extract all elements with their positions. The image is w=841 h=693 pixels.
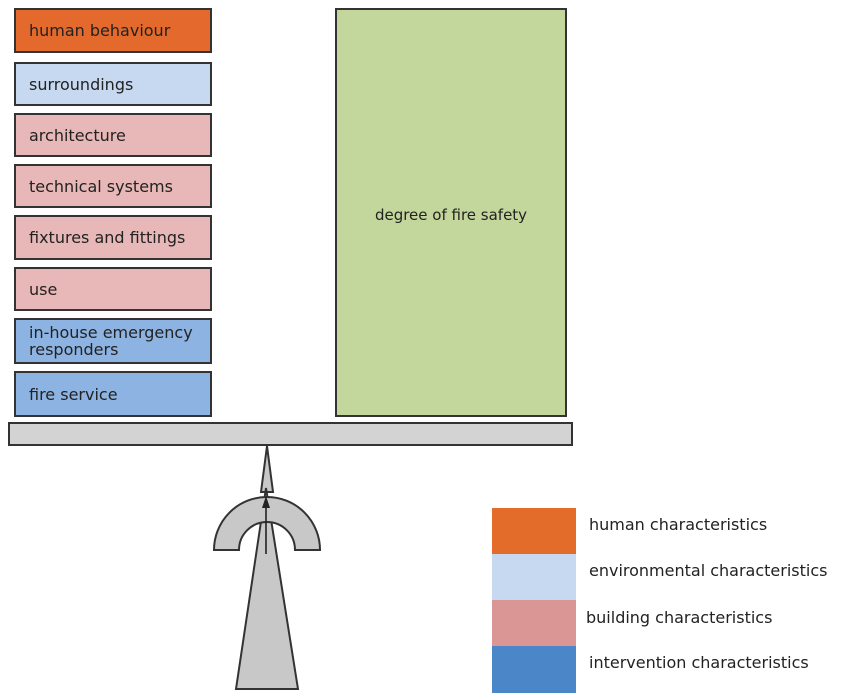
factor-label: use (29, 279, 58, 299)
legend-label-building: building characteristics (586, 608, 773, 627)
factor-label: in-house emergency responders (29, 323, 193, 359)
legend-label-intervention: intervention characteristics (589, 653, 809, 672)
legend-label-human: human characteristics (589, 515, 768, 534)
factor-label: surroundings (29, 74, 134, 94)
factor-label: fire service (29, 384, 118, 404)
legend-swatch-intervention (492, 646, 576, 693)
factor-box-in-house-emergency-responders: in-house emergency responders (14, 318, 212, 364)
factor-box-surroundings: surroundings (14, 62, 212, 106)
factor-box-fire-service: fire service (14, 371, 212, 417)
fire-safety-box: degree of fire safety (335, 8, 567, 417)
factor-box-fixtures-and-fittings: fixtures and fittings (14, 215, 212, 260)
legend-swatch-building (492, 600, 576, 647)
up-arrow-head (262, 496, 270, 508)
pivot-cone (234, 487, 300, 690)
balance-beam (8, 422, 573, 446)
factor-box-use: use (14, 267, 212, 311)
factor-label: architecture (29, 125, 126, 145)
balance-pivot (212, 445, 322, 690)
pivot-arch (212, 496, 322, 551)
factor-label: technical systems (29, 176, 173, 196)
factor-box-human-behaviour: human behaviour (14, 8, 212, 53)
factor-label: human behaviour (29, 21, 171, 40)
legend-label-environmental: environmental characteristics (589, 561, 828, 580)
factor-box-architecture: architecture (14, 113, 212, 157)
fire-safety-label: degree of fire safety (374, 205, 528, 224)
legend-swatch-human (492, 508, 576, 555)
legend-swatch-environmental (492, 554, 576, 601)
factor-box-technical-systems: technical systems (14, 164, 212, 208)
factor-label: fixtures and fittings (29, 228, 186, 247)
pivot-spike (259, 445, 275, 493)
